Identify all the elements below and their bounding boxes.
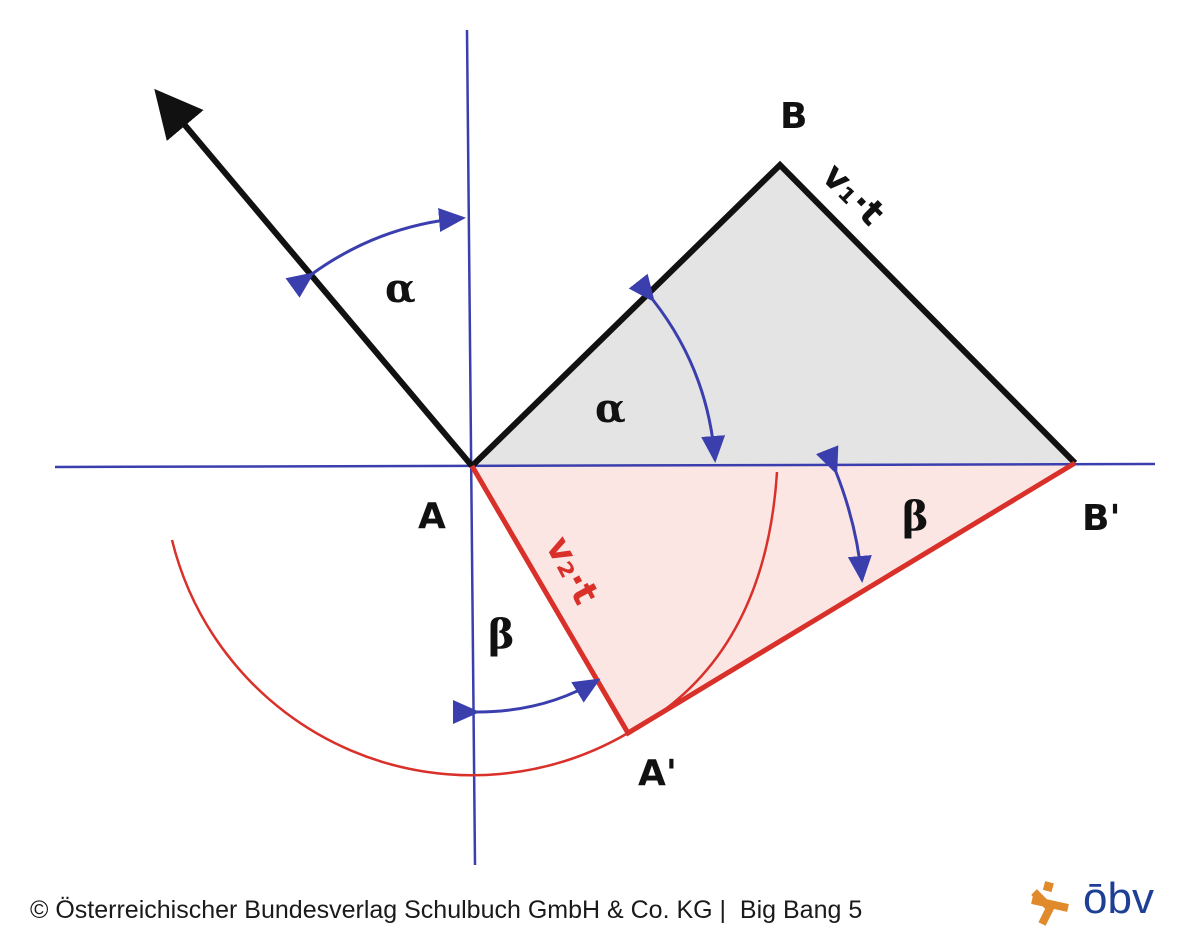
label-alpha-top: α xyxy=(385,265,416,312)
angle-beta-bottom-arc xyxy=(452,678,601,725)
label-beta-right: β xyxy=(902,493,929,540)
label-A: A xyxy=(418,496,446,537)
horizontal-axis xyxy=(54,462,1156,469)
obv-logo: ōbv xyxy=(1028,874,1188,930)
pink-triangle xyxy=(472,463,1075,733)
label-B: B xyxy=(780,96,807,137)
obv-figure-icon xyxy=(1031,881,1069,926)
incident-ray-arrow xyxy=(154,88,475,468)
label-beta-bottom: β xyxy=(488,611,515,658)
angle-beta-right-arc xyxy=(816,445,872,583)
angle-alpha-top-arc xyxy=(285,208,466,298)
refracted-wavefront xyxy=(469,460,1077,737)
gray-triangle xyxy=(472,165,1075,466)
label-A-prime: A' xyxy=(638,753,677,794)
angle-alpha-triangle-arc xyxy=(628,273,726,463)
wavefront-arc-left xyxy=(170,539,629,777)
label-B-prime: B' xyxy=(1082,498,1120,539)
incident-wavefront xyxy=(469,160,1078,469)
label-alpha-triangle: α xyxy=(595,385,626,432)
obv-logo-text: ōbv xyxy=(1083,874,1154,923)
copyright-footer: © Österreichischer Bundesverlag Schulbuc… xyxy=(30,896,863,924)
vertical-axis xyxy=(465,29,477,866)
